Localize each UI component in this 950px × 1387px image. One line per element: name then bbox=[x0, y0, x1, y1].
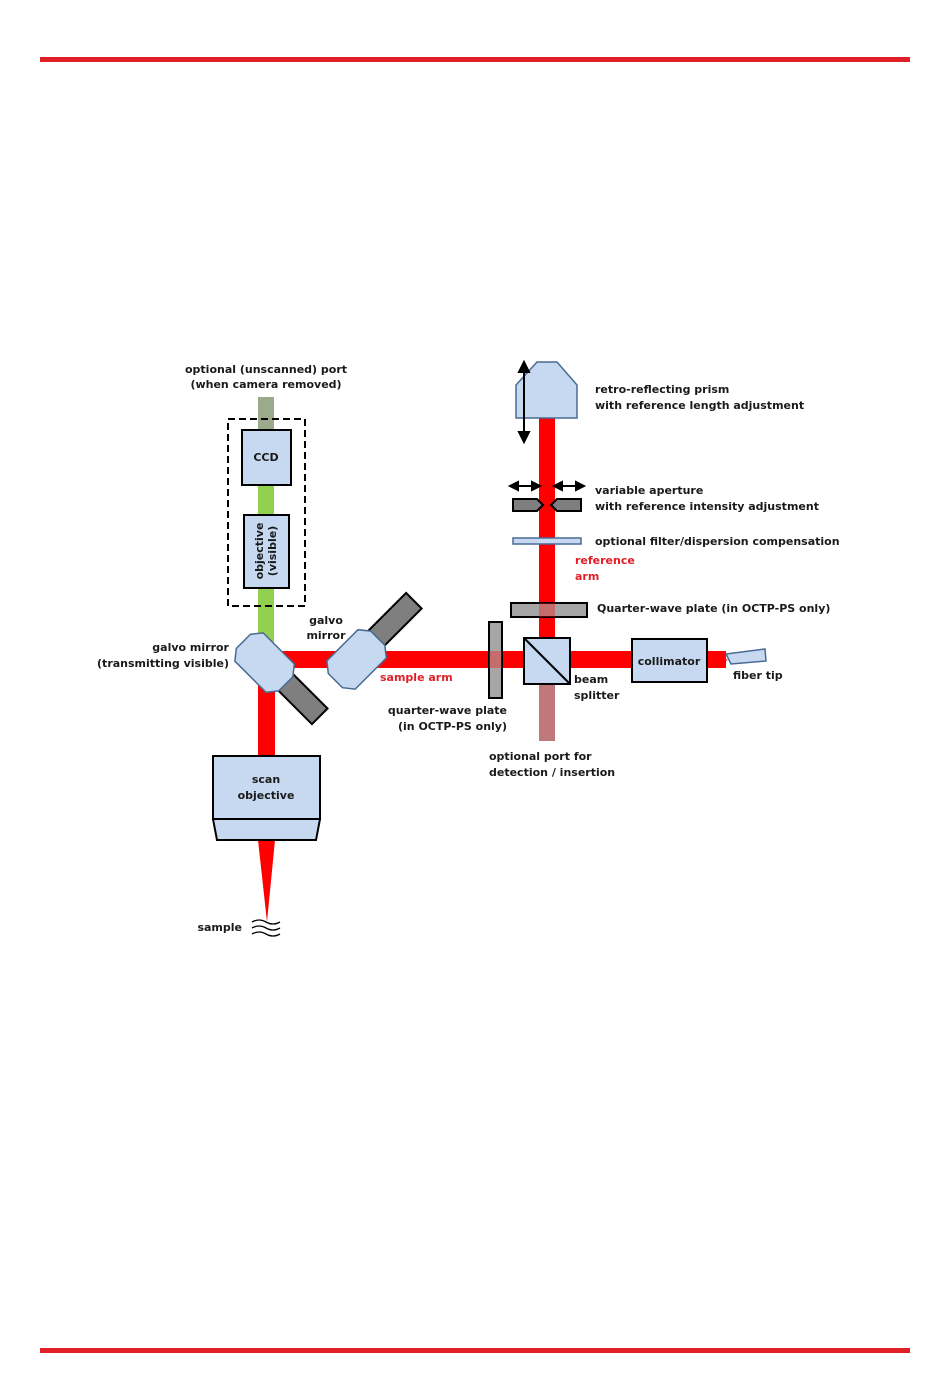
galvo-mirror-right bbox=[326, 591, 424, 690]
reference-arm-label-1: reference bbox=[575, 554, 635, 567]
sample-wave-icon bbox=[251, 919, 281, 937]
retro-prism-label-2: with reference length adjustment bbox=[595, 399, 804, 412]
aperture-blade-left bbox=[512, 498, 545, 512]
scan-objective-lens bbox=[211, 818, 322, 841]
beam-splitter-label-1: beam bbox=[574, 673, 608, 686]
detection-port-label-2: detection / insertion bbox=[489, 766, 615, 779]
scan-objective-box bbox=[212, 755, 321, 820]
qwp-sample-label-2: (in OCTP-PS only) bbox=[398, 720, 507, 733]
fiber-tip bbox=[724, 648, 767, 665]
galvo-right-label-2: mirror bbox=[306, 629, 346, 642]
dispersion-filter bbox=[512, 537, 582, 545]
visible-objective-label-2: (visible) bbox=[266, 526, 279, 576]
ccd-box bbox=[241, 429, 292, 486]
footer-rule bbox=[40, 1348, 910, 1353]
optional-port-label-1: optional (unscanned) port bbox=[185, 363, 347, 376]
aperture-blade-right bbox=[549, 498, 582, 512]
beam-splitter-label-2: splitter bbox=[574, 689, 620, 702]
unscanned-port-beam bbox=[258, 397, 274, 430]
qwp-sample-label-1: quarter-wave plate bbox=[388, 704, 507, 717]
aperture-label-2: with reference intensity adjustment bbox=[595, 500, 819, 513]
qwp-sample bbox=[488, 621, 503, 699]
reference-arm-label-2: arm bbox=[575, 570, 599, 583]
length-adjust-arrow-icon bbox=[517, 359, 531, 445]
optional-port-label-2: (when camera removed) bbox=[190, 378, 341, 391]
scan-objective-label-1: scan bbox=[252, 773, 280, 786]
qwp-reference bbox=[510, 602, 588, 618]
galvo-right-label-1: galvo bbox=[309, 614, 343, 627]
retro-prism-label-1: retro-reflecting prism bbox=[595, 383, 729, 396]
visible-objective-box bbox=[243, 514, 290, 589]
filter-label: optional filter/dispersion compensation bbox=[595, 535, 840, 548]
retro-reflecting-prism bbox=[515, 361, 578, 419]
ccd-label: CCD bbox=[253, 451, 278, 464]
qwp-sample-beam-overlay bbox=[489, 651, 502, 668]
galvo-mirror-left bbox=[234, 632, 329, 726]
qwp-reference-beam-overlay bbox=[539, 603, 555, 617]
aperture-label-1: variable aperture bbox=[595, 484, 703, 497]
qwp-reference-label: Quarter-wave plate (in OCTP-PS only) bbox=[597, 602, 830, 615]
visible-objective-label-1: objective bbox=[253, 523, 266, 580]
detection-port-label-1: optional port for bbox=[489, 750, 592, 763]
fiber-tip-label: fiber tip bbox=[733, 669, 783, 682]
detection-port-beam bbox=[539, 684, 555, 741]
collimator-label: collimator bbox=[638, 655, 701, 668]
camera-module-outline bbox=[227, 418, 306, 607]
galvo-left-label-1: galvo mirror bbox=[152, 641, 229, 654]
scan-objective-label-2: objective bbox=[238, 789, 295, 802]
galvo-mirror-right-glass bbox=[326, 628, 388, 690]
aperture-arrows-icon bbox=[507, 480, 587, 492]
reference-arm-beam bbox=[539, 418, 555, 640]
sample-arm-label: sample arm bbox=[380, 671, 453, 684]
header-rule bbox=[40, 57, 910, 62]
beam-splitter-diagonal bbox=[523, 637, 571, 685]
focused-beam bbox=[258, 840, 275, 922]
sample-label: sample bbox=[197, 921, 242, 934]
galvo-mirror-left-glass bbox=[234, 632, 296, 694]
collimator-box bbox=[631, 638, 708, 683]
visible-beam-upper bbox=[258, 485, 274, 515]
galvo-left-label-2: (transmitting visible) bbox=[97, 657, 229, 670]
fiber-cone bbox=[707, 651, 728, 668]
